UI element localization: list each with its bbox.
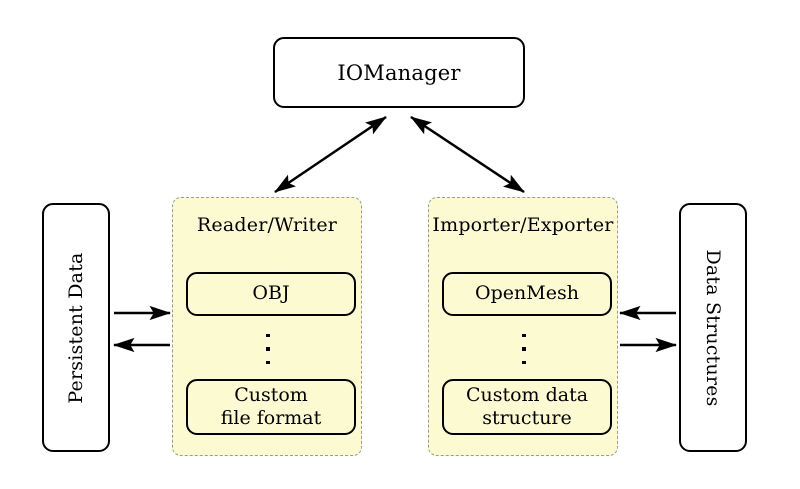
item-openmesh-label: OpenMesh: [475, 282, 579, 305]
panel-importer-exporter: Importer/Exporter OpenMesh Custom data s…: [428, 197, 618, 456]
data-structures-label: Data Structures: [702, 248, 724, 407]
item-custom-data-structure[interactable]: Custom data structure: [442, 379, 612, 435]
item-openmesh[interactable]: OpenMesh: [442, 272, 612, 316]
ellipsis-importer-exporter: [510, 334, 538, 364]
persistent-data-label: Persistent Data: [65, 251, 87, 404]
item-custom-data-structure-line2: structure: [482, 407, 572, 429]
iomanager-box[interactable]: IOManager: [273, 37, 525, 108]
panel-reader-writer: Reader/Writer OBJ Custom file format: [172, 197, 362, 456]
item-custom-data-structure-line1: Custom data: [465, 383, 589, 406]
persistent-data-box[interactable]: Persistent Data: [42, 203, 110, 452]
iomanager-label: IOManager: [337, 60, 461, 85]
ellipsis-reader-writer: [254, 334, 282, 364]
item-custom-file-format-line2: file format: [220, 407, 322, 429]
panel-reader-writer-title: Reader/Writer: [196, 214, 338, 236]
item-obj[interactable]: OBJ: [186, 272, 356, 316]
panel-importer-exporter-title: Importer/Exporter: [432, 214, 614, 236]
item-obj-label: OBJ: [252, 282, 290, 305]
data-structures-box[interactable]: Data Structures: [679, 203, 747, 452]
arrow-manager-importer-exporter: [410, 115, 525, 194]
arrow-manager-reader-writer: [274, 115, 387, 194]
item-custom-file-format[interactable]: Custom file format: [186, 379, 356, 435]
item-custom-file-format-line1: Custom: [234, 383, 308, 406]
